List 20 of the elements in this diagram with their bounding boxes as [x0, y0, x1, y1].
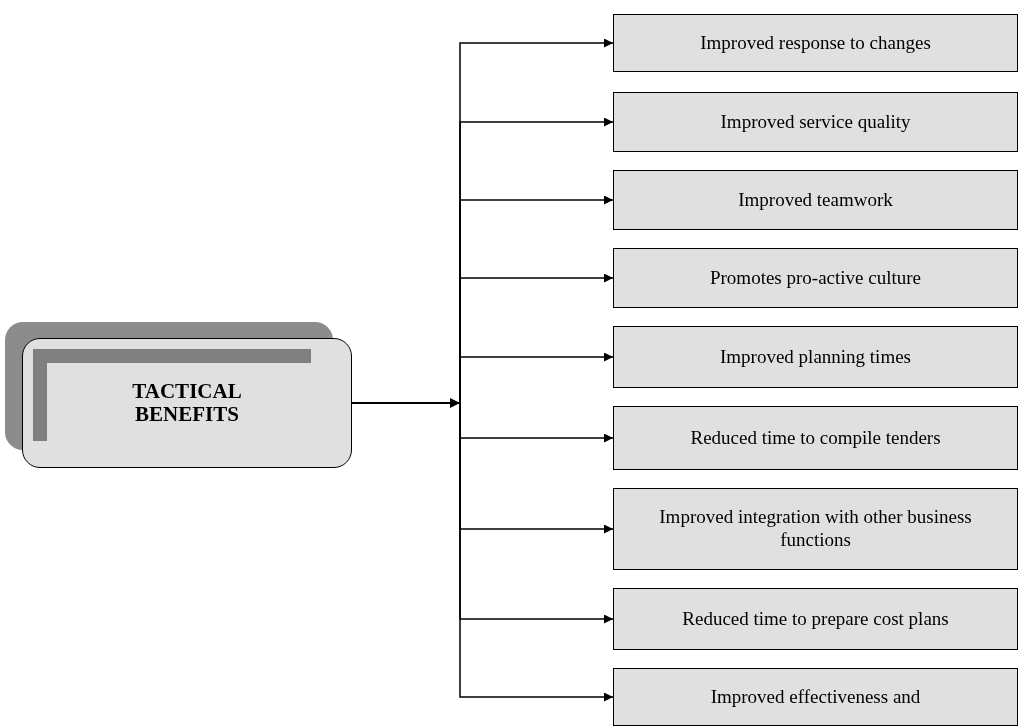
benefit-text: Promotes pro-active culture [709, 266, 921, 290]
benefit-box [613, 170, 1018, 230]
benefit-text: Reduced time to compile tenders [690, 426, 941, 450]
benefit-text: Improved response to changes [700, 31, 931, 55]
benefit-text: Improved planning times [720, 345, 911, 369]
benefit-box [613, 488, 1018, 570]
benefit-text: Improved integration with other business functions [658, 506, 973, 552]
benefit-box [613, 14, 1018, 72]
benefit-text: Improved service quality [720, 110, 911, 134]
main-rounded-box [22, 338, 352, 468]
benefit-box [613, 248, 1018, 308]
benefit-text: Improved teamwork [738, 188, 893, 212]
benefit-text: Reduced time to prepare cost plans [682, 607, 949, 631]
benefit-box [613, 668, 1018, 726]
heading-text: TACTICAL BENEFITS [131, 379, 243, 427]
benefit-box [613, 588, 1018, 650]
benefit-box [613, 406, 1018, 470]
benefit-box [613, 92, 1018, 152]
benefit-box [613, 326, 1018, 388]
benefit-text: Improved effectiveness and [710, 685, 921, 709]
